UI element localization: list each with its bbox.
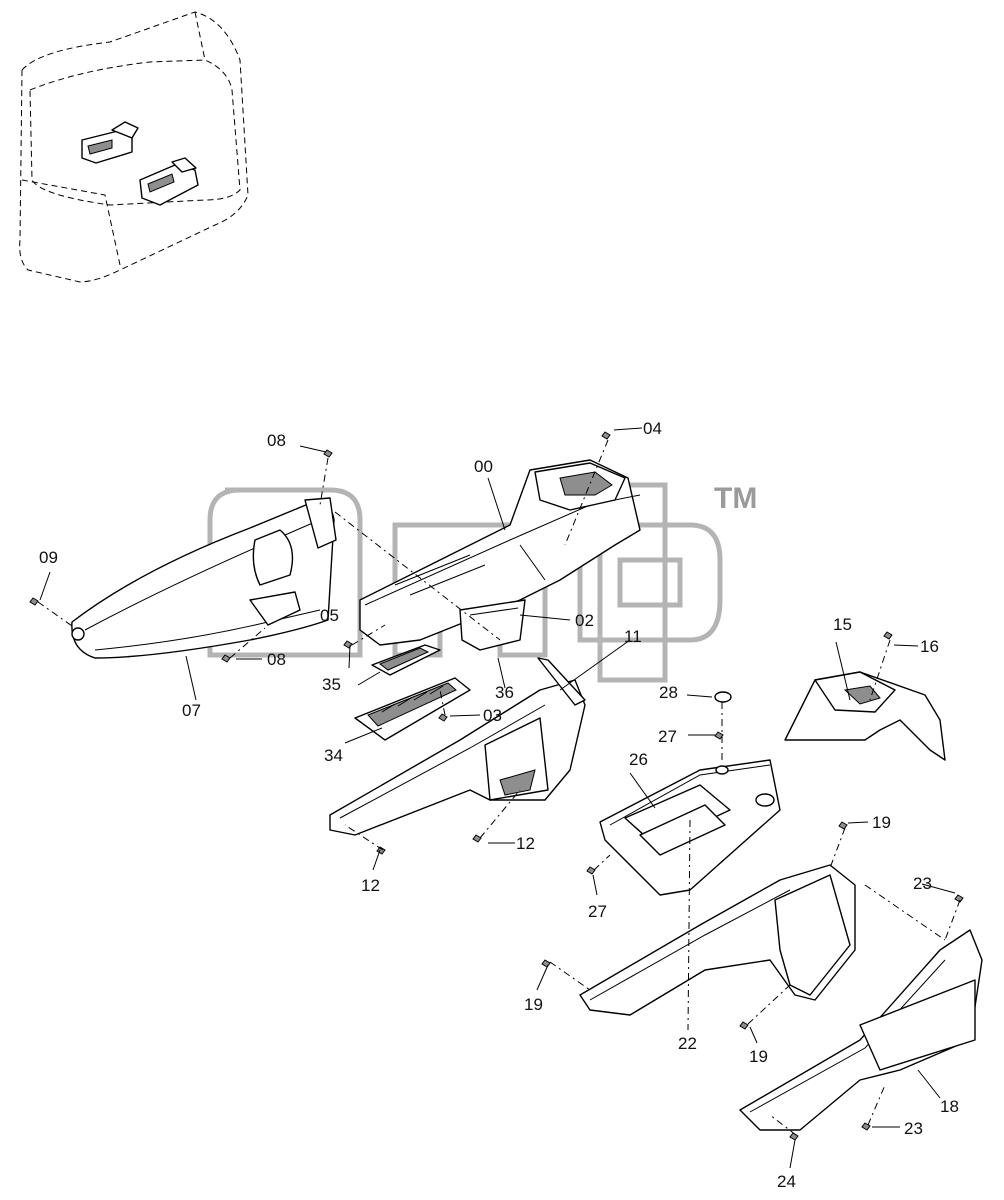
callout-labels: 00 02 03 04 05 07 08 08 09 11 12 12 15 1… [39,419,959,1191]
callout-23-bottom: 23 [904,1119,923,1138]
callout-09: 09 [39,548,58,567]
callout-04: 04 [643,419,662,438]
callout-24: 24 [777,1172,796,1191]
callout-27-bottom: 27 [588,902,607,921]
callout-08-top: 08 [267,431,286,450]
callout-22: 22 [678,1034,697,1053]
callout-11: 11 [624,627,642,646]
trademark-mark: TM [714,482,757,515]
left-side-cover [71,497,337,659]
lower-left-panel [329,657,586,836]
callout-26: 26 [629,750,648,769]
callout-00: 00 [474,457,493,476]
callout-19-left: 19 [524,995,543,1014]
callout-16: 16 [920,637,939,656]
callout-02: 02 [575,611,594,630]
right-upper-bracket [784,671,946,761]
callout-07: 07 [182,701,201,720]
callout-27-top: 27 [658,727,677,746]
callout-03: 03 [483,706,502,725]
callout-12-right: 12 [516,834,535,853]
lower-right-panel [579,864,856,1016]
callout-28: 28 [659,683,678,702]
callout-34: 34 [324,746,343,765]
air-vent-assembly [354,644,471,741]
callout-12-left: 12 [361,876,380,895]
callout-36: 36 [495,683,514,702]
cabin-locator-inset [19,11,249,283]
far-right-panel [739,929,983,1131]
callout-08-bottom: 08 [267,650,286,669]
callout-05: 05 [320,606,339,625]
leader-lines [39,427,956,1169]
storage-tray [599,759,781,896]
callout-35: 35 [322,675,341,694]
fasteners [29,431,964,1141]
callout-15: 15 [833,615,852,634]
callout-18: 18 [940,1097,959,1116]
assembly-lines [37,439,961,1136]
callout-19-mid: 19 [749,1047,768,1066]
callout-19-top: 19 [872,813,891,832]
callout-23-top: 23 [913,874,932,893]
center-console [359,459,641,651]
